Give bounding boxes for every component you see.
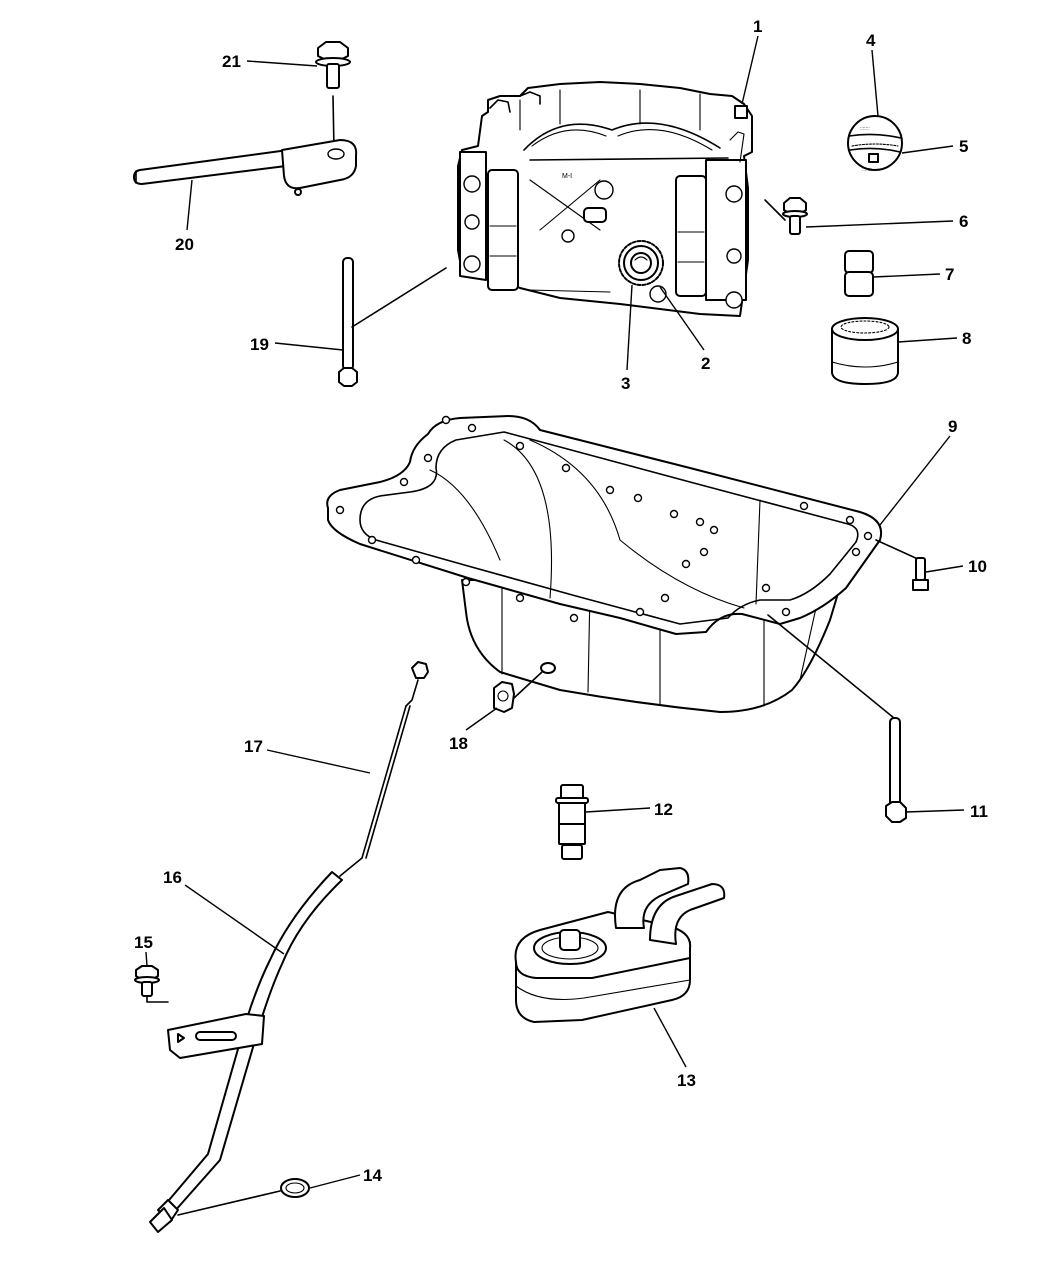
callout-13: 13 xyxy=(677,1071,696,1090)
part-18-drain-plug[interactable] xyxy=(493,671,543,713)
callout-21: 21 xyxy=(222,52,241,71)
part-10-pan-bolt[interactable] xyxy=(875,539,929,591)
part-6-bolt[interactable] xyxy=(764,197,808,235)
callout-6: 6 xyxy=(959,212,968,231)
callout-8: 8 xyxy=(962,329,971,348)
callout-17: 17 xyxy=(244,737,263,756)
part-4-oil-filler-cap[interactable]: ::::::: ::::::: xyxy=(847,115,903,173)
callout-15: 15 xyxy=(134,933,153,952)
callout-labels: 1 2 3 4 5 6 7 8 9 10 11 12 13 14 15 16 1… xyxy=(134,17,988,1185)
part-15-bracket-bolt[interactable] xyxy=(134,965,169,1003)
part-13-oil-cooler[interactable] xyxy=(514,867,726,1023)
part-17-dipstick[interactable] xyxy=(339,661,429,877)
svg-text::::::::: ::::::: xyxy=(862,167,872,173)
part-1-oil-pump-module[interactable]: M-I xyxy=(457,81,753,317)
svg-text::::::::: ::::::: xyxy=(860,126,870,132)
part-3-gear-bolt[interactable] xyxy=(630,252,652,274)
part-14-o-ring[interactable] xyxy=(177,1178,310,1216)
svg-text:M-I: M-I xyxy=(562,173,572,180)
part-21-bolt[interactable] xyxy=(315,41,351,151)
part-8-oil-filter[interactable] xyxy=(831,317,899,385)
callout-18: 18 xyxy=(449,734,468,753)
part-16-dipstick-tube[interactable] xyxy=(149,871,343,1233)
part-19-long-bolt[interactable] xyxy=(338,257,447,387)
part-9-oil-pan[interactable] xyxy=(326,415,882,713)
callout-14: 14 xyxy=(363,1166,382,1185)
part-5-filler-cap-seal[interactable] xyxy=(849,147,901,153)
callout-4: 4 xyxy=(866,31,876,50)
callout-20: 20 xyxy=(175,235,194,254)
callout-10: 10 xyxy=(968,557,987,576)
part-20-pickup-tube[interactable] xyxy=(133,139,358,196)
part-12-cooler-connector[interactable] xyxy=(555,784,589,860)
callout-12: 12 xyxy=(654,800,673,819)
oil-pan-bolt-holes xyxy=(335,415,873,623)
callout-19: 19 xyxy=(250,335,269,354)
callout-7: 7 xyxy=(945,265,954,284)
callout-2: 2 xyxy=(701,354,710,373)
callout-5: 5 xyxy=(959,137,968,156)
callout-9: 9 xyxy=(948,417,957,436)
part-7-adapter-fitting[interactable] xyxy=(844,250,874,297)
part-11-long-pan-bolt[interactable] xyxy=(767,614,907,823)
callout-3: 3 xyxy=(621,374,630,393)
leader-lines xyxy=(145,35,965,1189)
callout-11: 11 xyxy=(970,802,988,821)
callout-1: 1 xyxy=(753,17,762,36)
callout-16: 16 xyxy=(163,868,182,887)
